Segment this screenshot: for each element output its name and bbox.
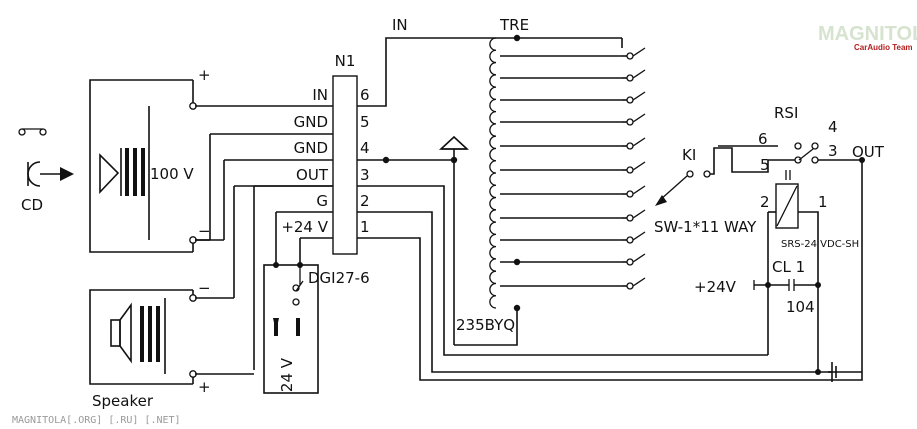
svg-text:GND: GND <box>294 139 328 157</box>
selector-contact <box>626 190 634 198</box>
svg-text:1: 1 <box>360 218 370 236</box>
amplifier-ic: N1 DGI27-6 IN 6 GND 5 GND 4 OUT <box>195 52 370 375</box>
pin-4: GND 4 <box>294 139 370 157</box>
cd-source: CD <box>18 128 74 214</box>
selector-contact-lever <box>632 137 646 147</box>
transformer-tre: TRE 235BYQ <box>456 16 646 334</box>
speaker-minus: − <box>198 279 211 297</box>
selector-contact-lever <box>632 209 646 219</box>
svg-text:4: 4 <box>360 139 370 157</box>
speaker: − + Speaker <box>89 279 211 410</box>
selector-contact-lever <box>632 253 646 263</box>
pin-3: OUT 3 <box>296 166 370 184</box>
selector-contact <box>626 282 634 290</box>
capacitor: CL 1 104 +24V <box>694 258 821 372</box>
brand-name: MAGNITOLA <box>818 23 917 45</box>
ground <box>357 185 863 382</box>
amplifier-part: DGI27-6 <box>308 269 370 287</box>
selector-contact <box>626 258 634 266</box>
minus-sign: − <box>198 222 211 240</box>
selector-contact <box>626 96 634 104</box>
svg-text:6: 6 <box>360 86 370 104</box>
svg-text:G: G <box>316 192 328 210</box>
pin-1: +24 V 1 <box>281 218 369 236</box>
footer-watermark: MAGNITOLA[.ORG] [.RU] [.NET] <box>12 415 181 426</box>
selector-switch: KI SW-1*11 WAY <box>654 146 798 236</box>
svg-text:+24 V: +24 V <box>281 218 328 236</box>
selector-ref: KI <box>682 146 696 164</box>
selector-contact <box>626 236 634 244</box>
relay-pin-4: 4 <box>828 118 838 136</box>
capacitor-value: 104 <box>786 298 815 316</box>
battery-24v: 24 V <box>263 262 319 394</box>
selector-contact-lever <box>632 47 646 57</box>
speaker-label: Speaker <box>92 392 154 410</box>
relay-pin-1: 1 <box>818 193 828 211</box>
selector-contact-lever <box>632 161 646 171</box>
selector-contact <box>626 118 634 126</box>
relay-ref: RSI <box>774 104 798 122</box>
relay-pin-3: 3 <box>828 142 838 160</box>
svg-text:3: 3 <box>360 166 370 184</box>
brand-logo: MAGNITOLA CarAudio Team <box>818 23 917 52</box>
speaker-plus: + <box>198 378 211 396</box>
capacitor-ref: CL 1 <box>772 258 805 276</box>
tre-ref: TRE <box>499 16 529 34</box>
selector-contact-lever <box>632 185 646 195</box>
selector-contact-lever <box>632 231 646 241</box>
svg-text:5: 5 <box>360 113 370 131</box>
relay-pin-6: 6 <box>758 130 768 148</box>
in-net-label: IN <box>392 16 408 34</box>
plus-sign: + <box>198 66 211 84</box>
pin-6: IN 6 <box>312 86 369 104</box>
selector-contact-lever <box>632 91 646 101</box>
in-net: IN <box>357 16 518 346</box>
selector-contact <box>626 52 634 60</box>
svg-text:IN: IN <box>312 86 328 104</box>
selector-contact <box>626 214 634 222</box>
amplifier-ref: N1 <box>335 52 356 70</box>
relay: RSI 6 5 4 3 2 1 SRS-24 VDC-SH OUT <box>718 104 885 372</box>
svg-text:2: 2 <box>360 192 370 210</box>
tre-part: 235BYQ <box>456 316 515 334</box>
battery-label: 24 V <box>278 357 296 392</box>
cd-label: CD <box>21 196 43 214</box>
svg-text:OUT: OUT <box>296 166 329 184</box>
selector-contact-lever <box>632 113 646 123</box>
output-label: OUT <box>852 143 885 161</box>
relay-pin-5: 5 <box>760 156 770 174</box>
selector-contact <box>626 142 634 150</box>
selector-part: SW-1*11 WAY <box>654 218 757 236</box>
selector-contact <box>626 166 634 174</box>
relay-part: SRS-24 VDC-SH <box>781 239 859 250</box>
selector-contact-lever <box>632 69 646 79</box>
relay-pin-2: 2 <box>760 193 770 211</box>
svg-text:GND: GND <box>294 113 328 131</box>
pin-5: GND 5 <box>294 113 370 131</box>
pin-2: G 2 <box>316 192 369 210</box>
supply-label: +24V <box>694 278 737 296</box>
tre-taps <box>500 47 646 290</box>
transformer-100v-label: 100 V <box>150 165 194 183</box>
transformer-100v: 100 V + − <box>89 66 211 253</box>
selector-contact-lever <box>632 277 646 287</box>
brand-subtitle: CarAudio Team <box>854 43 913 52</box>
selector-contact <box>626 74 634 82</box>
